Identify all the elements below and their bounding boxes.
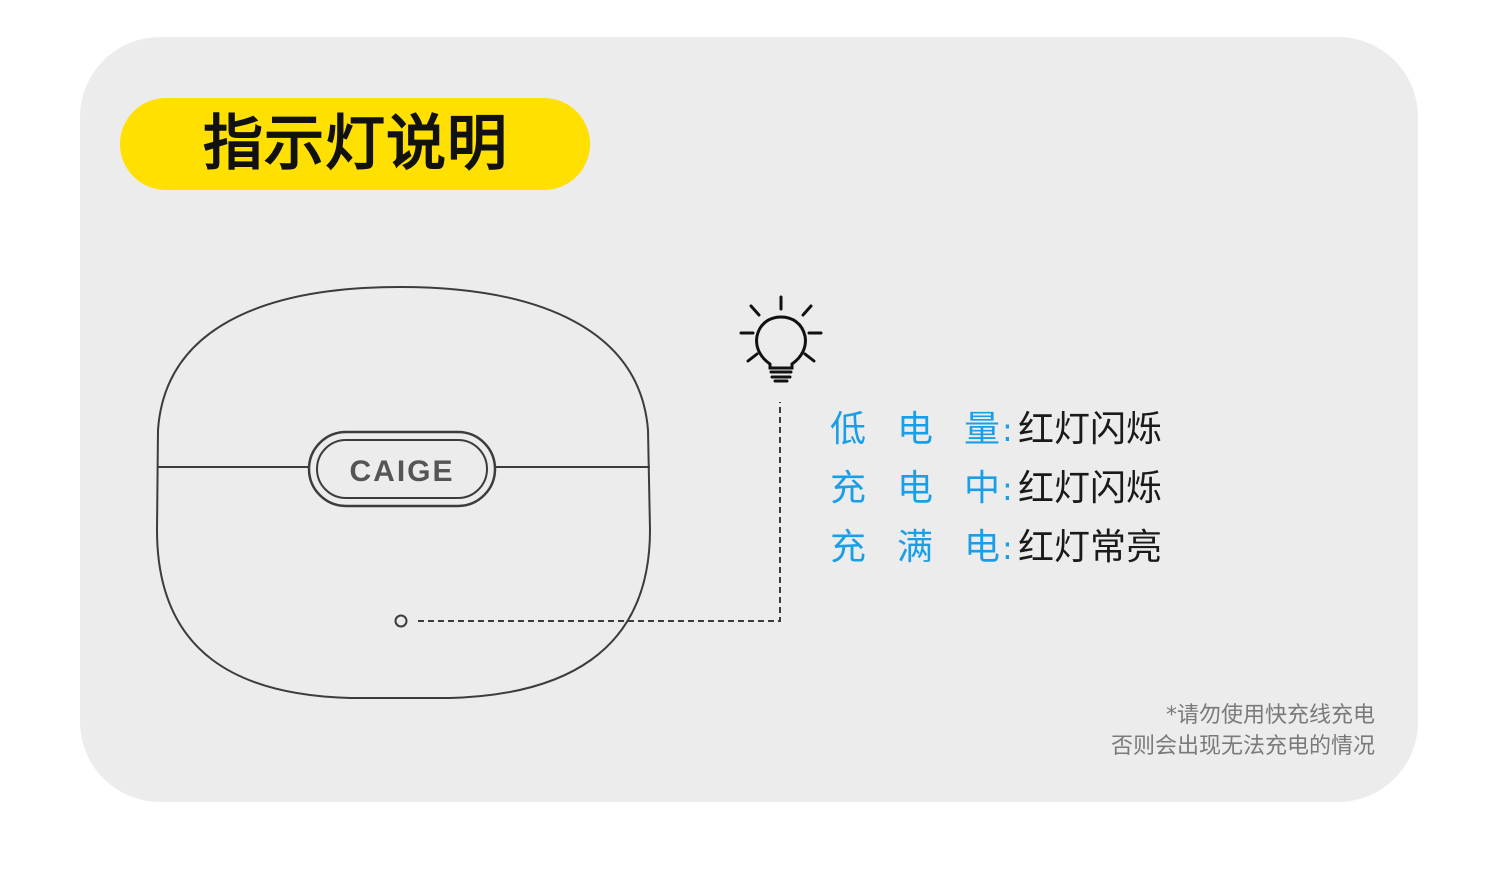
page-title: 指示灯说明 — [203, 109, 508, 179]
title-badge — [120, 98, 590, 190]
brand-logo-text: CAIGE — [349, 455, 454, 488]
status-value: 红灯闪烁 — [1018, 409, 1163, 450]
status-value: 红灯闪烁 — [1018, 468, 1163, 509]
lightbulb-icon — [739, 295, 823, 383]
status-label: 充 电 中: — [830, 467, 1015, 509]
charging-note: *请勿使用快充线充电 否则会出现无法充电的情况 — [1111, 700, 1375, 762]
status-value: 红灯常亮 — [1018, 527, 1163, 568]
note-line-1: *请勿使用快充线充电 — [1165, 703, 1375, 728]
status-label: 充 满 电: — [830, 526, 1015, 568]
status-row-fully-charged: 充 满 电: 红灯常亮 — [830, 518, 1162, 577]
note-line-2: 否则会出现无法充电的情况 — [1110, 734, 1375, 759]
status-row-low-battery: 低 电 量: 红灯闪烁 — [830, 400, 1162, 459]
charging-case-outline — [155, 285, 652, 699]
status-row-charging: 充 电 中: 红灯闪烁 — [830, 459, 1162, 518]
status-label: 低 电 量: — [830, 408, 1015, 450]
indicator-led — [394, 614, 408, 628]
status-list: 低 电 量: 红灯闪烁 充 电 中: 红灯闪烁 充 满 电: 红灯常亮 — [830, 400, 1162, 577]
leader-line — [418, 402, 781, 622]
brand-plate-inner — [316, 439, 488, 499]
